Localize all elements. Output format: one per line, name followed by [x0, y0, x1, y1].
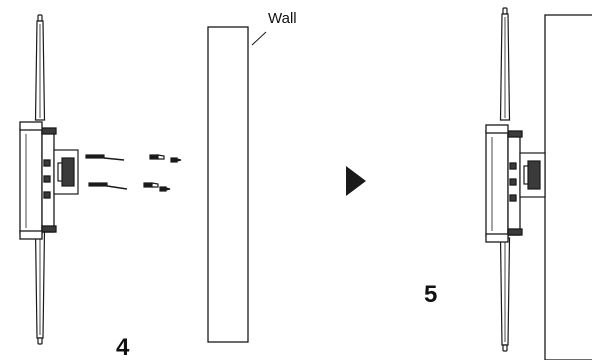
- antenna-bottom-left: [34, 229, 46, 345]
- play-arrow-icon: [346, 166, 366, 196]
- access-point-body-left: [19, 121, 57, 240]
- screw-bottom: [88, 182, 171, 192]
- antenna-bottom-right: [499, 237, 511, 352]
- wall-label: Wall: [268, 10, 297, 27]
- screw-set: [85, 154, 182, 192]
- wall-leader-line: [251, 31, 267, 46]
- antenna-top-left: [34, 14, 46, 121]
- mounting-bracket-right: [519, 152, 546, 198]
- access-point-body-right: [485, 124, 523, 243]
- step-5-label: 5: [424, 281, 437, 308]
- mounting-bracket-left: [53, 149, 79, 195]
- wall-left: Wall: [207, 10, 297, 343]
- step-4-label: 4: [116, 334, 130, 360]
- step-4-assembly: 4: [19, 14, 182, 360]
- step-5-assembly: 5: [424, 7, 592, 360]
- antenna-top-right: [499, 7, 511, 121]
- wall-right: [544, 14, 592, 360]
- screw-top: [85, 154, 182, 163]
